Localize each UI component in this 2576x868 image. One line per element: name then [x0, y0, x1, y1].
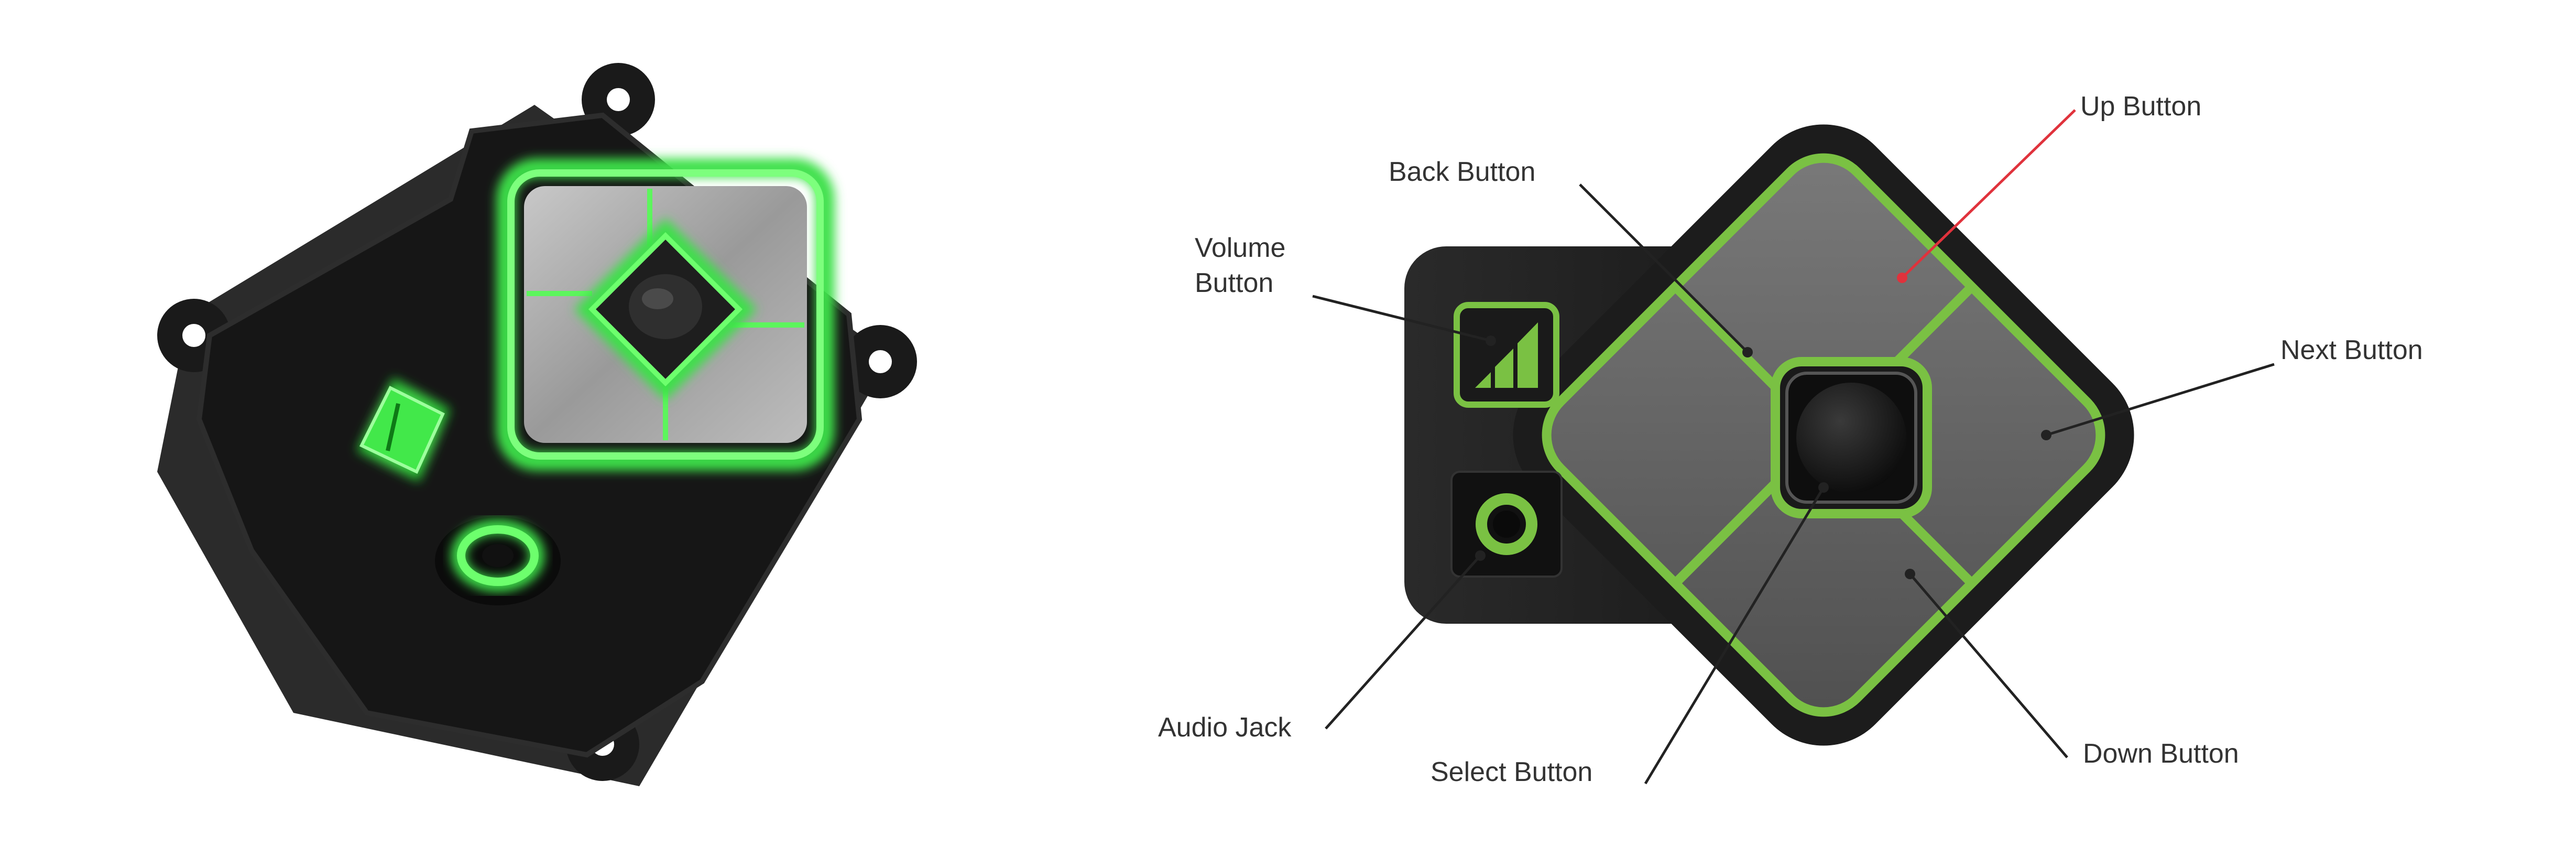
- label-next: Next Button: [2280, 335, 2423, 365]
- leader-back: [1579, 183, 1749, 353]
- audio-jack-photo: [457, 525, 539, 586]
- volume-key-photo: [359, 385, 445, 474]
- signal-bars-icon: [1475, 322, 1538, 388]
- leader-next: [2046, 363, 2275, 437]
- label-volume-line1: Volume: [1195, 233, 1285, 263]
- audio-jack-icon: [1476, 493, 1537, 555]
- select-button-icon: [1796, 383, 1906, 493]
- label-audio: Audio Jack: [1158, 712, 1292, 743]
- volume-button-outline: [1454, 302, 1559, 408]
- leader-audio: [1325, 555, 1481, 730]
- label-volume-line2: Button: [1195, 268, 1273, 298]
- label-select: Select Button: [1431, 757, 1592, 787]
- label-back: Back Button: [1389, 157, 1535, 187]
- label-up: Up Button: [2080, 91, 2201, 122]
- leader-volume: [1312, 295, 1491, 342]
- leader-up: [1901, 109, 2076, 279]
- product-photo: [157, 63, 917, 786]
- dpad-glow-ring: [496, 158, 835, 471]
- label-down: Down Button: [2083, 739, 2239, 769]
- leader-select: [1644, 486, 1825, 785]
- leader-down: [1909, 573, 2068, 758]
